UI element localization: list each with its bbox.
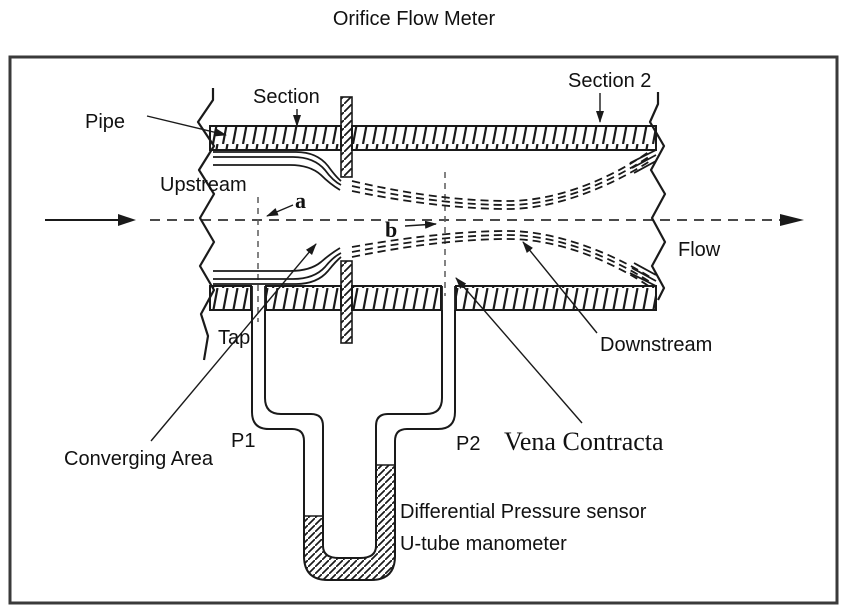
converging-area-leader [150,243,317,442]
label-flow: Flow [678,239,721,261]
pipe-top-wall [209,125,657,151]
label-section-a: a [295,188,306,213]
label-tap: Tap [218,327,250,349]
label-sensor-line2: U-tube manometer [400,533,567,555]
label-p1: P1 [231,430,255,452]
orifice-plate [340,96,353,344]
section-b-leader [404,220,437,229]
label-section-b: b [385,217,397,242]
tap-wall-penetrations [251,286,456,310]
boundary-wall-merge-lines [629,149,657,287]
label-section1: Section [253,86,320,108]
flow-arrow-left-icon [118,214,136,226]
upstream-flow-boundary [213,151,342,285]
label-p2: P2 [456,433,480,455]
section-a-leader [266,204,294,217]
pipe-break-right [648,92,667,301]
pipe-centerline [45,214,804,226]
label-downstream: Downstream [600,334,712,356]
u-tube-manometer [251,310,456,581]
leader-lines [146,93,604,442]
pipe-break-left [196,88,216,361]
manometer-fluid [303,464,396,581]
downstream-leader [522,241,598,334]
pipe-bottom-wall [209,285,657,311]
label-sensor-line1: Differential Pressure sensor [400,501,647,523]
p1-tube-outer-wall [251,310,305,556]
p2-tube-outer-wall [394,310,456,556]
label-converging-area: Converging Area [64,448,214,470]
figure-title: Orifice Flow Meter [333,8,496,30]
p2-tube-inner-wall [375,310,443,546]
flow-arrow-right-icon [780,214,804,226]
label-upstream: Upstream [160,174,247,196]
pipe-leader [146,115,227,137]
vena-contracta-flow-boundary [351,150,651,288]
label-vena-contracta: Vena Contracta [504,427,664,456]
p1-tube-inner-wall [264,310,324,546]
label-section2: Section 2 [568,70,651,92]
label-pipe: Pipe [85,111,125,133]
vena-contracta-leader [455,277,583,424]
